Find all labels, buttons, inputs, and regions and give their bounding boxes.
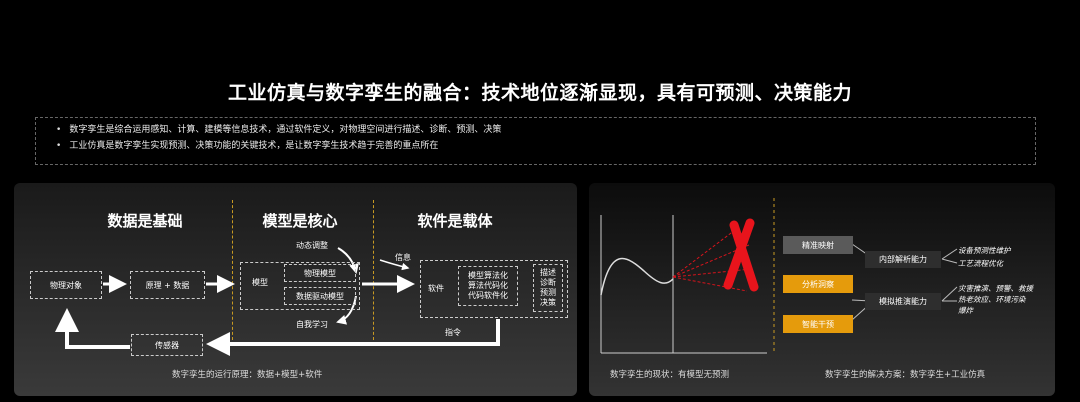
capability-simulation: 模拟推演能力 xyxy=(865,293,941,310)
algo-line: 模型算法化 xyxy=(468,271,508,280)
principle-data-box: 原理 + 数据 xyxy=(130,271,205,299)
capability-internal-analysis: 内部解析能力 xyxy=(865,251,941,268)
stage-precise-mapping: 精准映射 xyxy=(783,236,853,254)
physical-object-box: 物理对象 xyxy=(30,271,102,299)
section-divider xyxy=(232,200,233,340)
stage-intelligent-intervention: 智能干预 xyxy=(783,315,853,333)
functions-box: 描述 诊断 预测 决策 xyxy=(533,264,563,312)
bullet-item: 数字孪生是综合运用感知、计算、建模等信息技术，通过软件定义，对物理空间进行描述、… xyxy=(56,123,1035,139)
sensor-box: 传感器 xyxy=(131,334,203,356)
command-label: 指令 xyxy=(445,328,461,337)
physical-model-box: 物理模型 xyxy=(284,264,356,282)
stage-analysis-insight: 分析洞察 xyxy=(783,275,853,293)
data-driven-model-box: 数据驱动模型 xyxy=(284,287,356,305)
function-item: 预测 xyxy=(540,288,556,297)
trend-curve xyxy=(600,257,674,296)
info-arrow xyxy=(379,259,410,271)
trend-chart xyxy=(600,198,958,354)
outcome-item: 设备预测性维护 xyxy=(958,246,1011,255)
bullet-item: 工业仿真是数字孪生实现预测、决策功能的关键技术，是让数字孪生技术趋于完善的重点所… xyxy=(56,139,1035,155)
model-label: 模型 xyxy=(252,278,268,287)
section-title-model: 模型是核心 xyxy=(262,212,338,230)
self-learning-label: 自我学习 xyxy=(296,320,328,329)
model-box xyxy=(240,262,360,310)
function-item: 描述 xyxy=(540,268,556,277)
cross-icon xyxy=(729,220,759,292)
outcome-item: 热老效应、环境污染 xyxy=(958,295,1026,304)
right-caption-status: 数字孪生的现状：有模型无预测 xyxy=(610,370,730,380)
algo-line: 代码软件化 xyxy=(468,291,508,300)
info-label: 信息 xyxy=(395,253,411,262)
section-divider xyxy=(373,200,374,340)
function-item: 决策 xyxy=(540,298,556,307)
page-title: 工业仿真与数字孪生的融合：技术地位逐渐显现，具有可预测、决策能力 xyxy=(227,82,852,104)
left-caption: 数字孪生的运行原理：数据+模型+软件 xyxy=(172,370,323,380)
outcome-item: 灾害推演、预警、救援 xyxy=(958,284,1033,293)
outcome-item: 爆炸 xyxy=(958,306,973,315)
command-loop-arrow xyxy=(206,319,500,356)
sensor-loop-arrow xyxy=(55,308,130,349)
summary-box: 数字孪生是综合运用感知、计算、建模等信息技术，通过软件定义，对物理空间进行描述、… xyxy=(35,117,1036,165)
right-caption-solution: 数字孪生的解决方案：数字孪生+工业仿真 xyxy=(825,370,986,380)
function-item: 诊断 xyxy=(540,278,556,287)
outcome-item: 工艺流程优化 xyxy=(958,259,1003,268)
software-box xyxy=(420,260,568,318)
section-title-data: 数据是基础 xyxy=(107,212,183,230)
dynamic-adjust-label: 动态调整 xyxy=(296,241,328,250)
algorithm-box: 模型算法化 算法代码化 代码软件化 xyxy=(458,266,518,306)
software-label: 软件 xyxy=(428,284,444,293)
section-title-software: 软件是载体 xyxy=(417,212,493,230)
algo-line: 算法代码化 xyxy=(468,281,508,290)
operating-principle-panel xyxy=(14,183,577,396)
